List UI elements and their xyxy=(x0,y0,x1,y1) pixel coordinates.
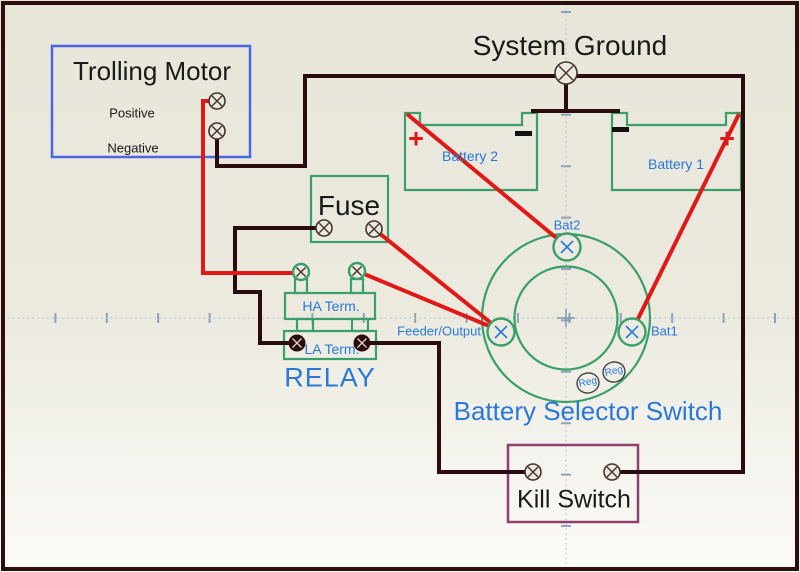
relay-ha-box xyxy=(283,291,377,321)
relay-ha-label: HA Term. xyxy=(302,298,360,314)
battery1-minus-bar xyxy=(612,127,629,132)
terminal-relay-la-left xyxy=(288,334,306,352)
wire-battery1-to-bat1 xyxy=(630,113,741,332)
fuse-box xyxy=(309,174,390,244)
terminal-system-ground xyxy=(554,61,578,85)
reg-stamp-circle-1 xyxy=(576,372,600,394)
relay-connector-left xyxy=(295,317,315,333)
terminal-fuse-right xyxy=(365,220,383,238)
terminal-relay-ha-post-left xyxy=(291,262,311,282)
terminal-fuse-left xyxy=(315,219,333,237)
selector-switch-inner-circle xyxy=(513,265,619,371)
wire-negative-ground-loop xyxy=(215,74,745,474)
reg-stamp-circle-2 xyxy=(602,361,626,383)
battery-selector-switch-label: Battery Selector Switch xyxy=(453,396,723,426)
battery1-plus-mark: + xyxy=(719,123,735,154)
wire-fuse-to-relay xyxy=(233,226,324,345)
terminal-selector-bat2 xyxy=(552,232,582,262)
centerlines xyxy=(3,4,797,568)
selector-bat2-label: Bat2 xyxy=(553,217,581,233)
fuse-label: Fuse xyxy=(317,190,381,221)
wire-battery2-to-bat2 xyxy=(405,112,568,248)
terminal-killswitch-left xyxy=(524,463,542,481)
wire-relay-to-feeder xyxy=(356,269,502,333)
terminal-relay-ha-post-right xyxy=(347,261,367,281)
wire-killswitch-to-relay xyxy=(362,341,533,474)
terminal-trolling-positive xyxy=(208,92,226,110)
relay-post-right-stem xyxy=(349,277,365,295)
trolling-motor-box xyxy=(50,44,252,159)
relay-label: RELAY xyxy=(284,362,376,393)
trolling-motor-title: Trolling Motor xyxy=(73,56,231,86)
kill-switch-label: Kill Switch xyxy=(517,485,631,514)
kill-switch-box xyxy=(506,443,640,524)
selector-bat1-label: Bat1 xyxy=(651,323,678,339)
relay-la-label: LA Term. xyxy=(304,341,360,357)
battery2-minus-bar xyxy=(515,131,532,136)
selector-feeder-label: Feeder/Output xyxy=(397,323,481,339)
terminal-selector-feeder xyxy=(486,317,516,347)
battery2-plus-mark: + xyxy=(408,123,424,154)
terminal-killswitch-right xyxy=(603,463,621,481)
terminal-relay-la-right xyxy=(353,334,371,352)
system-ground-label: System Ground xyxy=(472,30,668,61)
battery2-label: Battery 2 xyxy=(441,148,499,164)
wire-fuse-to-feeder xyxy=(372,227,503,333)
terminal-trolling-negative xyxy=(208,122,226,140)
trolling-negative-label: Negative xyxy=(107,140,159,156)
battery1-label: Battery 1 xyxy=(647,156,705,172)
trolling-positive-label: Positive xyxy=(109,105,155,121)
battery2-outline xyxy=(403,111,539,192)
terminal-selector-bat1 xyxy=(617,317,647,347)
relay-connector-right xyxy=(350,317,370,333)
